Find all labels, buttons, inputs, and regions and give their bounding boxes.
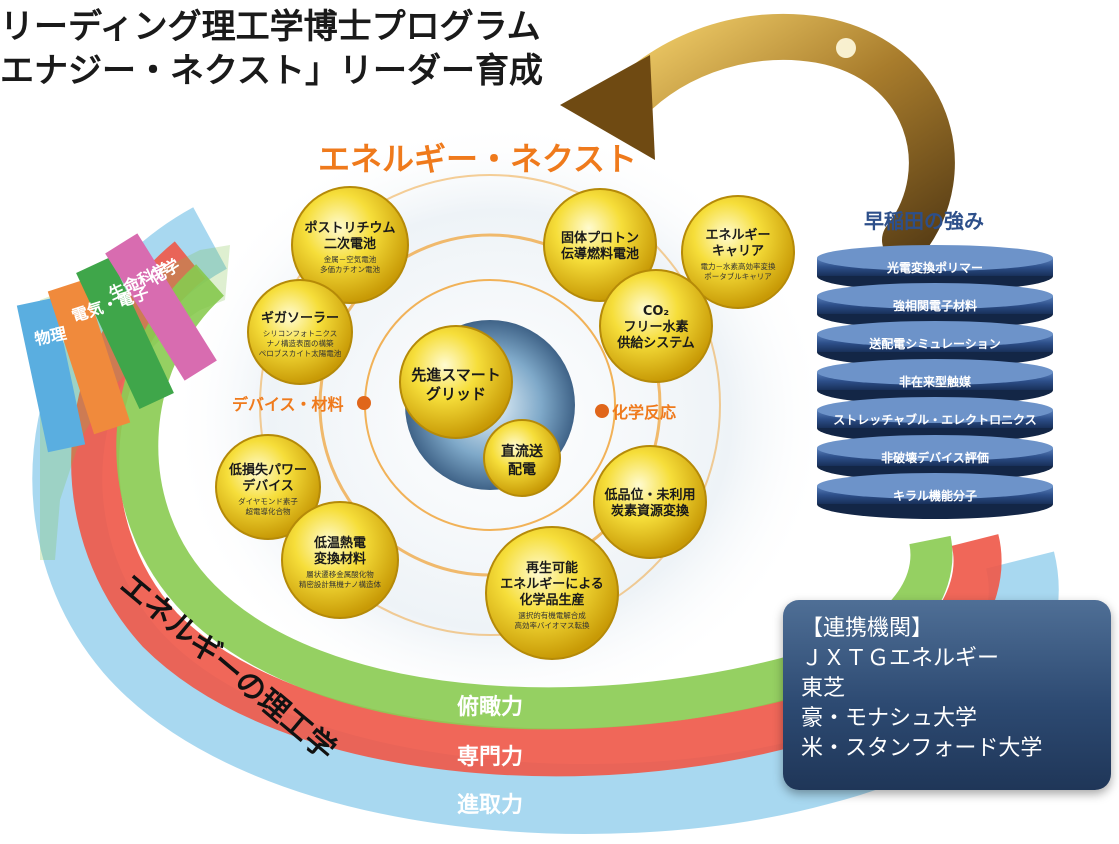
ability-initiative: 進取力 xyxy=(457,793,523,818)
partner-item: ＪＸＴＧエネルギー xyxy=(801,646,1000,671)
bubble-subtitle: 超電導化合物 xyxy=(246,506,291,516)
bubble-title: 低品位・未利用 xyxy=(603,487,695,503)
core-bubble-dc: 直流送 配電 xyxy=(483,419,561,497)
svg-text:直流送: 直流送 xyxy=(501,443,544,460)
bubble-title: エネルギーによる xyxy=(500,576,604,592)
bubble-title: デバイス xyxy=(242,478,294,494)
ability-expertise: 専門力 xyxy=(457,745,523,770)
bubble-title: 低損失パワー xyxy=(228,462,307,478)
partner-item: 豪・モナシュ大学 xyxy=(801,706,978,731)
strength-label: キラル機能分子 xyxy=(893,488,977,503)
strength-label: 光電変換ポリマー xyxy=(886,260,983,275)
bubble-title: フリー水素 xyxy=(623,319,688,335)
svg-text:グリッド: グリッド xyxy=(426,385,486,403)
strength-label: 非在来型触媒 xyxy=(899,374,972,389)
bubble-subtitle: 選択的有機電解合成 xyxy=(518,610,586,620)
right-label: 化学反応 xyxy=(612,403,676,422)
bubble-title: CO₂ xyxy=(643,304,669,319)
strength-label: 強相関電子材料 xyxy=(893,298,977,313)
bubble-title: 供給システム xyxy=(616,335,695,351)
strengths-stack: 光電変換ポリマー強相関電子材料送配電シミュレーション非在来型触媒ストレッチャブル… xyxy=(817,245,1053,519)
strength-item: 送配電シミュレーション xyxy=(817,321,1053,367)
strength-label: ストレッチャブル・エレクトロニクス xyxy=(833,412,1037,427)
svg-text:配電: 配電 xyxy=(508,461,536,478)
bubble-title: 固体プロトン xyxy=(561,230,639,246)
bubble-title: エネルギー xyxy=(705,227,770,243)
spark-icon-right xyxy=(595,404,609,418)
partners-title: 【連携機関】 xyxy=(801,616,934,641)
left-label: デバイス・材料 xyxy=(232,395,344,414)
bubble-subtitle: ナノ構造表面の構築 xyxy=(266,338,334,348)
bubble-title: 再生可能 xyxy=(526,560,578,576)
core-bubble-smart-grid: 先進スマート グリッド xyxy=(399,325,513,439)
bubble-subtitle: 電力－水素高効率変換 xyxy=(701,261,776,271)
strength-item: 非在来型触媒 xyxy=(817,359,1053,405)
bubble-subtitle: 高効率バイオマス転換 xyxy=(515,620,590,630)
bubble-title: 二次電池 xyxy=(324,236,376,252)
bubble-title: ポストリチウム xyxy=(304,220,395,236)
strength-label: 非破壊デバイス評価 xyxy=(881,450,989,465)
topic-bubbles: ポストリチウム二次電池金属－空気電池多価カチオン電池ギガソーラーシリコンフォトニ… xyxy=(215,186,795,660)
bubble-title: 低温熱電 xyxy=(313,535,366,551)
strength-item: ストレッチャブル・エレクトロニクス xyxy=(817,397,1053,443)
bubble-subtitle: ペロブスカイト太陽電池 xyxy=(259,348,342,358)
header-line-2: エナジー・ネクスト」リーダー育成 xyxy=(0,51,543,91)
spark-icon xyxy=(357,396,371,410)
svg-text:先進スマート: 先進スマート xyxy=(411,366,501,384)
strength-item: 非破壊デバイス評価 xyxy=(817,435,1053,481)
bubble-title: 化学品生産 xyxy=(519,592,584,608)
bubble-subtitle: 層状遷移金属酸化物 xyxy=(306,569,374,579)
bubble-subtitle: ポータブルキャリア xyxy=(704,271,772,281)
bubble-title: 変換材料 xyxy=(314,551,366,567)
bubble-title: 伝導燃料電池 xyxy=(561,246,639,262)
partners-box: 【連携機関】 ＪＸＴＧエネルギー 東芝 豪・モナシュ大学 米・スタンフォード大学 xyxy=(783,600,1111,790)
discipline-band xyxy=(16,233,230,560)
strengths-title: 早稲田の強み xyxy=(864,209,984,233)
header-line-1: リーディング理工学博士プログラム xyxy=(0,7,541,47)
bubble-subtitle: シリコンフォトニクス xyxy=(263,329,338,338)
bubble-subtitle: 金属－空気電池 xyxy=(324,254,377,264)
strength-item: 光電変換ポリマー xyxy=(817,245,1053,291)
partner-item: 東芝 xyxy=(801,676,846,701)
partner-item: 米・スタンフォード大学 xyxy=(801,736,1043,761)
bubble-title: キャリア xyxy=(712,244,764,259)
ability-overview: 俯瞰力 xyxy=(457,694,523,720)
strength-item: キラル機能分子 xyxy=(817,473,1053,519)
strength-item: 強相関電子材料 xyxy=(817,283,1053,329)
bubble-subtitle: 精密設計無機ナノ構造体 xyxy=(299,579,382,589)
bubble-subtitle: ダイヤモンド素子 xyxy=(238,496,298,506)
bubble-title: ギガソーラー xyxy=(261,310,339,326)
bubble-subtitle: 多価カチオン電池 xyxy=(320,264,380,274)
curved-arrow-icon xyxy=(560,13,955,263)
bubble-title: 炭素資源変換 xyxy=(611,503,690,519)
center-title: エネルギー・ネクスト xyxy=(318,140,637,178)
strength-label: 送配電シミュレーション xyxy=(868,336,1001,351)
